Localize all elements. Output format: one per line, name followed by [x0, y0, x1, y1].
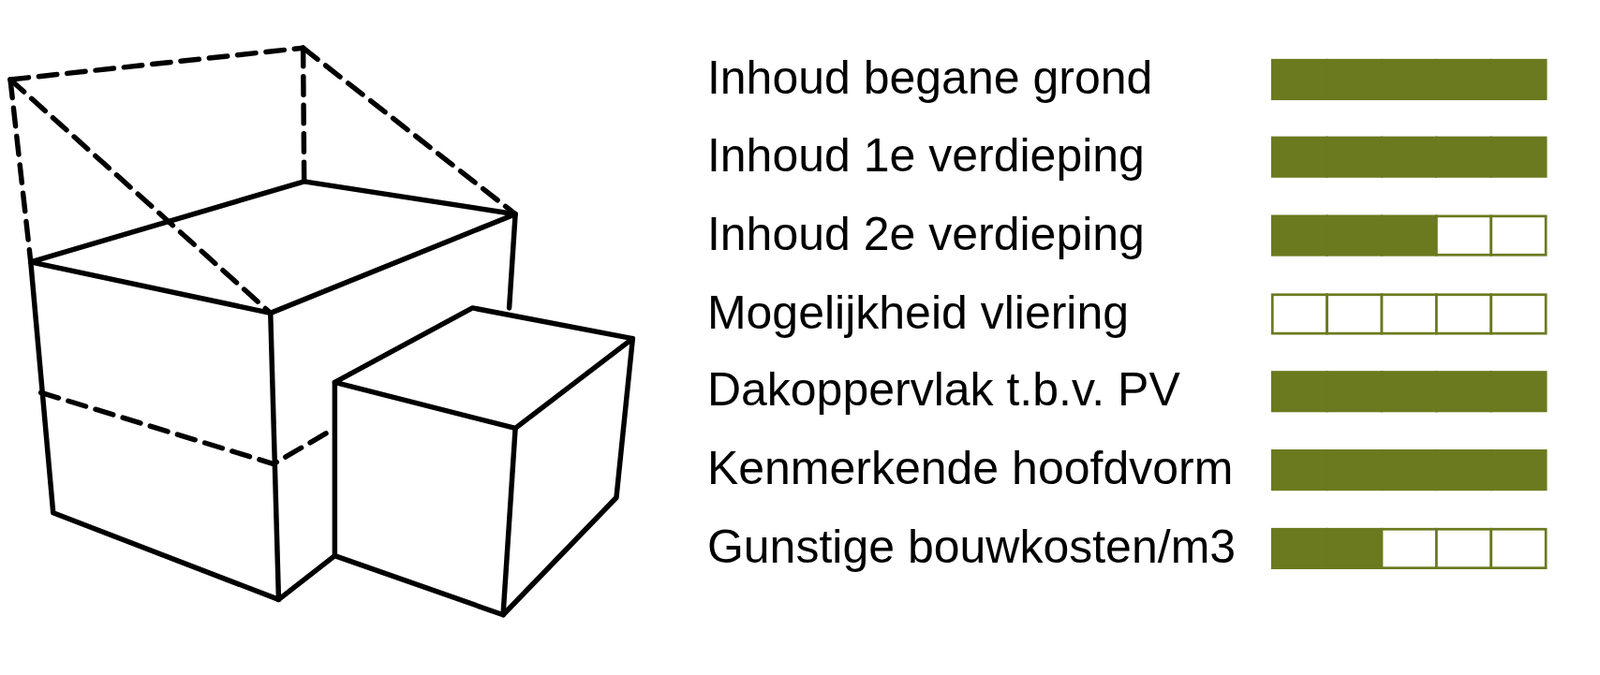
rating-cell [1272, 372, 1327, 412]
rating-bar [1272, 295, 1546, 334]
rating-cell [1436, 216, 1491, 255]
rating-bar [1272, 529, 1546, 568]
rating-cell [1491, 295, 1546, 334]
criterion-label: Gunstige bouwkosten/m3 [707, 518, 1236, 576]
rating-cell [1327, 137, 1382, 177]
rating-bar [1272, 216, 1546, 255]
rating-cell [1327, 529, 1382, 568]
rating-cell [1491, 216, 1546, 255]
rating-cell [1272, 295, 1327, 334]
criterion-label: Inhoud 2e verdieping [707, 206, 1145, 263]
criterion-label: Inhoud begane grond [707, 49, 1153, 106]
rating-cell [1327, 59, 1382, 99]
rating-cell [1491, 137, 1546, 177]
rating-cell [1381, 372, 1437, 412]
rating-cell [1436, 450, 1491, 489]
rating-cell [1381, 137, 1437, 177]
rating-cell [1381, 450, 1437, 489]
rating-cell [1327, 216, 1382, 255]
rating-cell [1381, 59, 1437, 99]
rating-cell [1436, 295, 1491, 334]
rating-cell [1272, 529, 1327, 568]
main-top-face [30, 181, 516, 313]
rating-cell [1436, 529, 1491, 568]
rating-cell [1381, 295, 1437, 334]
rating-cell [1436, 59, 1491, 99]
rating-cell [1491, 529, 1546, 568]
rating-cell [1491, 372, 1546, 412]
rating-cell [1436, 137, 1491, 177]
criterion-label: Dakoppervlak t.b.v. PV [707, 361, 1181, 418]
rating-cell [1272, 59, 1327, 99]
rating-cell [1272, 216, 1327, 255]
rating-cell [1327, 450, 1382, 489]
criterion-label: Inhoud 1e verdieping [707, 127, 1145, 184]
rating-bar [1272, 372, 1546, 412]
criterion-label: Mogelijkheid vliering [707, 284, 1129, 341]
house-drawing [10, 47, 633, 616]
rating-bar [1272, 450, 1546, 489]
rating-bars [1272, 59, 1546, 568]
rating-cell [1381, 529, 1437, 568]
rating-cell [1327, 295, 1382, 334]
rating-bar [1272, 59, 1546, 99]
rating-cell [1272, 450, 1327, 489]
rating-cell [1491, 59, 1546, 99]
rating-cell [1491, 450, 1546, 489]
rating-bar [1272, 137, 1546, 177]
criterion-label: Kenmerkende hoofdvorm [707, 440, 1233, 497]
rating-cell [1327, 372, 1382, 412]
annex-top-face [334, 308, 633, 430]
annex-edges [334, 339, 633, 616]
rating-cell [1272, 137, 1327, 177]
main-front-edges [30, 262, 336, 601]
rating-cell [1436, 372, 1491, 412]
rating-cell [1381, 216, 1437, 255]
